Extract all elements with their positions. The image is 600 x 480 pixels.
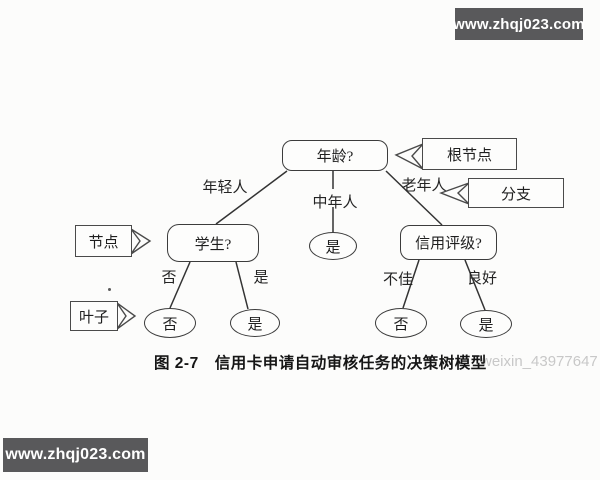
callout-branch-label: 分支 [500,186,531,203]
root-node-age: 年龄? [282,140,388,171]
leaf-label: 是 [325,239,341,256]
leaf-label: 是 [247,316,263,333]
root-node-label: 年龄? [316,149,354,165]
callout-root-node: 根节点 [422,138,517,170]
student-node-label: 学生? [194,236,232,253]
leaf-label: 是 [478,317,494,334]
callout-leaf-label: 叶子 [78,309,109,326]
callout-leaf: 叶子 [70,301,118,331]
student-node: 学生? [167,224,259,262]
leaf-student-no: 否 [144,308,196,338]
credit-rating-node: 信用评级? [400,225,497,260]
scan-speck [108,288,111,291]
callout-branch: 分支 [468,178,564,208]
leaf-credit-no: 否 [375,308,427,338]
callout-root-node-label: 根节点 [446,147,492,164]
site-watermark-banner-top-right: www.zhqj023.com [453,8,585,40]
branch-label-middle-aged: 中年人 [312,195,358,211]
leaf-label: 否 [393,316,409,333]
branch-label-young: 年轻人 [202,180,248,196]
leaf-middle-yes: 是 [309,232,357,260]
leaf-label: 否 [162,316,178,333]
callout-node-label: 节点 [88,234,119,251]
branch-label-student-yes: 是 [253,270,269,286]
callout-node: 节点 [75,225,132,257]
branch-label-elderly: 老年人 [401,178,447,194]
leaf-credit-yes: 是 [460,310,512,338]
branch-label-credit-good: 良好 [466,271,498,287]
site-watermark-banner-bottom-left: www.zhqj023.com [3,438,148,472]
leaf-student-yes: 是 [230,309,280,337]
credit-rating-node-label: 信用评级? [415,236,482,252]
branch-label-credit-bad: 不佳 [382,272,414,288]
branch-label-student-no: 否 [161,270,177,286]
figure-caption: 图 2-7 信用卡申请自动审核任务的决策树模型 [154,355,487,372]
csdn-watermark-text: weixin_43977647 [481,353,598,370]
